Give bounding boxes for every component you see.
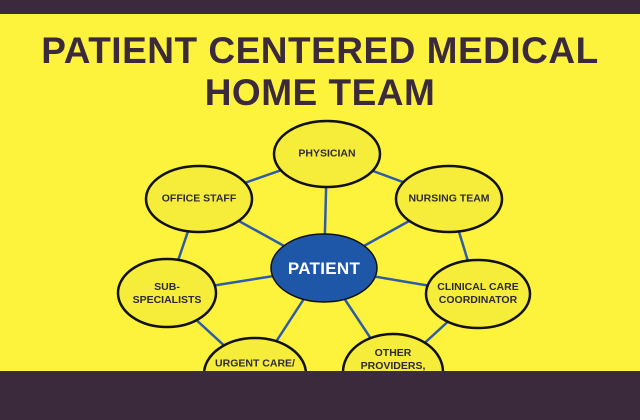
physician-node-label: PHYSICIAN bbox=[298, 147, 356, 160]
nursing-team-node-label: NURSING TEAM bbox=[408, 192, 490, 205]
sub-specialists-node-shape bbox=[116, 257, 218, 329]
patient-node-label: PATIENT bbox=[287, 259, 361, 278]
office-staff-node-label: OFFICE STAFF bbox=[161, 192, 237, 205]
office-staff-node-shape bbox=[144, 164, 254, 234]
nursing-team-node-shape bbox=[394, 164, 504, 234]
page-title: PATIENT CENTERED MEDICAL HOME TEAM bbox=[0, 30, 640, 114]
title-line-2: HOME TEAM bbox=[204, 72, 436, 113]
patient-node-shape bbox=[270, 233, 378, 303]
diagram-background bbox=[0, 14, 640, 371]
clinical-care-coordinator-node-label: CLINICAL CARE COORDINATOR bbox=[437, 281, 519, 306]
physician-node-shape bbox=[272, 119, 382, 189]
clinical-care-coordinator-node-shape bbox=[424, 258, 532, 330]
title-line-1: PATIENT CENTERED MEDICAL bbox=[41, 30, 599, 71]
sub-specialists-node-label: SUB- SPECIALISTS bbox=[132, 281, 202, 306]
bottom-frame-bar bbox=[0, 371, 640, 420]
